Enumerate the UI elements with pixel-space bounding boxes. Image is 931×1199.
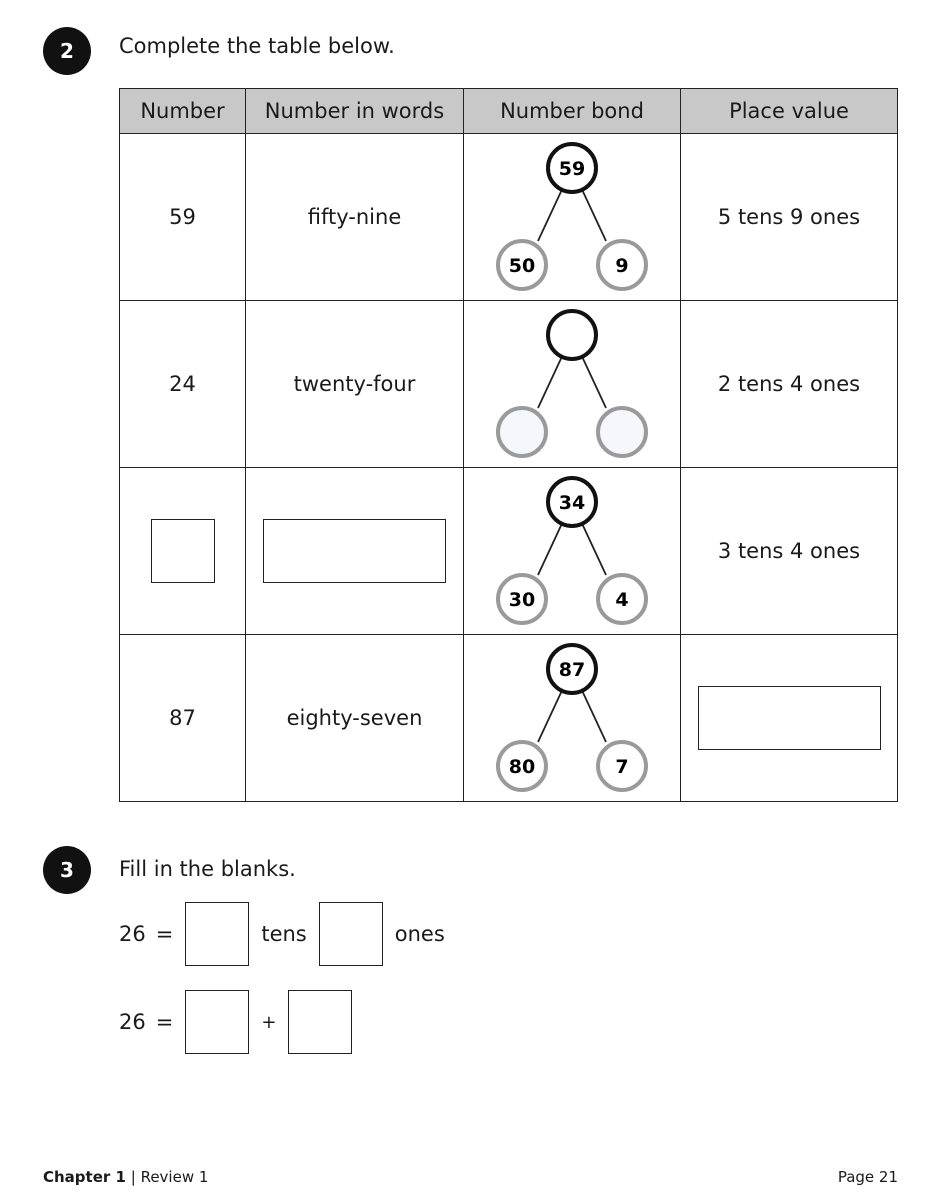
words-cell: fifty-nine xyxy=(245,133,464,301)
bond-left-value: 50 xyxy=(509,255,535,277)
bond-part-right-circle xyxy=(596,740,648,792)
question-3-badge: 3 xyxy=(43,846,91,894)
number-bond: 87 80 7 xyxy=(496,643,648,792)
fill-line-addition: 26 = + xyxy=(119,990,353,1054)
equals-sign: = xyxy=(155,1010,174,1034)
number-cell xyxy=(119,467,246,635)
addend-2-answer-box[interactable] xyxy=(288,990,353,1054)
question-2-instruction: Complete the table below. xyxy=(119,34,395,58)
table-header-row: Number Number in words Number bond Place… xyxy=(119,88,898,134)
number-cell: 24 xyxy=(119,300,246,468)
bond-part-left-circle xyxy=(496,740,548,792)
ones-label: ones xyxy=(394,922,445,946)
lhs-value: 26 xyxy=(119,922,146,946)
question-2-number: 2 xyxy=(60,39,74,63)
question-3-number: 3 xyxy=(60,858,74,882)
bond-whole-circle xyxy=(546,476,598,528)
number-cell: 87 xyxy=(119,634,246,802)
header-place-value: Place value xyxy=(680,88,898,134)
number-cell: 59 xyxy=(119,133,246,301)
number-table: Number Number in words Number bond Place… xyxy=(119,88,898,802)
bond-cell: 59 50 9 xyxy=(463,133,681,301)
bond-cell: 34 30 4 xyxy=(463,467,681,635)
bond-right-value: 7 xyxy=(615,756,628,778)
question-3-instruction: Fill in the blanks. xyxy=(119,857,296,881)
words-answer-box[interactable] xyxy=(263,519,446,583)
table-row: 59 fifty-nine 59 50 9 5 tens 9 ones xyxy=(119,133,898,301)
tens-label: tens xyxy=(261,922,307,946)
bond-left-value: 30 xyxy=(509,589,535,611)
plus-sign: + xyxy=(261,1011,277,1033)
bond-part-left-circle xyxy=(496,573,548,625)
bond-whole-value: 87 xyxy=(559,659,585,681)
place-value-cell: 3 tens 4 ones xyxy=(680,467,898,635)
place-value-cell xyxy=(680,634,898,802)
question-2-badge: 2 xyxy=(43,27,91,75)
table-row: 87 eighty-seven 87 80 7 xyxy=(119,634,898,802)
table-row: 24 twenty-four 2 tens 4 ones xyxy=(119,300,898,468)
section-label: Review 1 xyxy=(140,1168,209,1186)
ones-answer-box[interactable] xyxy=(318,902,383,966)
bond-whole-value: 59 xyxy=(559,158,585,180)
header-number: Number xyxy=(119,88,246,134)
bond-part-left-circle xyxy=(496,239,548,291)
tens-answer-box[interactable] xyxy=(185,902,250,966)
bond-right-value: 9 xyxy=(615,255,628,277)
bond-part-right-circle xyxy=(596,239,648,291)
equals-sign: = xyxy=(155,922,174,946)
bond-part-right-blank[interactable] xyxy=(596,406,648,458)
bond-cell: 87 80 7 xyxy=(463,634,681,802)
place-value-cell: 5 tens 9 ones xyxy=(680,133,898,301)
words-cell: twenty-four xyxy=(245,300,464,468)
number-bond: 59 50 9 xyxy=(496,142,648,291)
bond-whole-circle xyxy=(546,142,598,194)
bond-whole-value: 34 xyxy=(559,492,585,514)
page-number: Page 21 xyxy=(837,1168,898,1186)
place-value-cell: 2 tens 4 ones xyxy=(680,300,898,468)
words-cell xyxy=(245,467,464,635)
number-bond xyxy=(496,309,648,458)
bond-part-right-circle xyxy=(596,573,648,625)
bond-left-value: 80 xyxy=(509,756,535,778)
header-number-bond: Number bond xyxy=(463,88,681,134)
table-row: 34 30 4 3 tens 4 ones xyxy=(119,467,898,635)
bond-part-left-blank[interactable] xyxy=(496,406,548,458)
bond-whole-circle xyxy=(546,643,598,695)
header-number-in-words: Number in words xyxy=(245,88,464,134)
bond-cell xyxy=(463,300,681,468)
footer-separator: | xyxy=(130,1168,136,1186)
fill-line-tens-ones: 26 = tens ones xyxy=(119,902,445,966)
place-value-answer-box[interactable] xyxy=(697,686,881,750)
footer-chapter: Chapter 1 | Review 1 xyxy=(43,1168,208,1186)
chapter-label: Chapter 1 xyxy=(43,1168,126,1186)
lhs-value: 26 xyxy=(119,1010,146,1034)
words-cell: eighty-seven xyxy=(245,634,464,802)
addend-1-answer-box[interactable] xyxy=(185,990,250,1054)
number-answer-box[interactable] xyxy=(150,519,215,583)
bond-whole-blank[interactable] xyxy=(546,309,598,361)
bond-right-value: 4 xyxy=(615,589,628,611)
number-bond: 34 30 4 xyxy=(496,476,648,625)
